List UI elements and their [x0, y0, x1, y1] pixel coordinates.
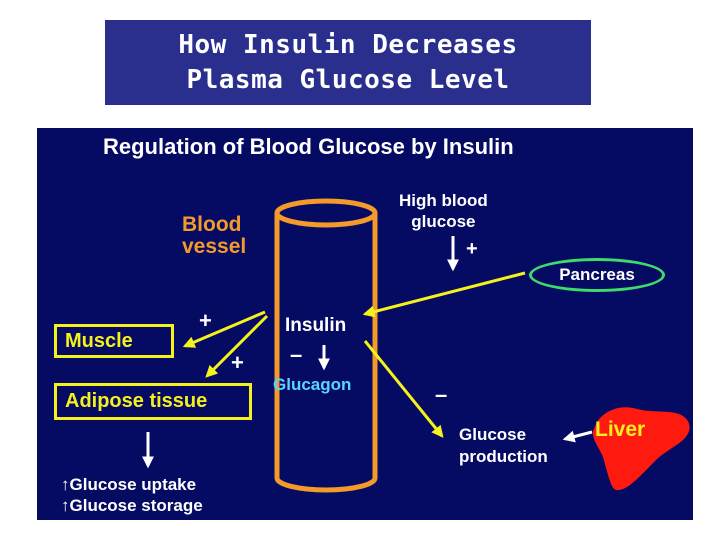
- insulin-label: Insulin: [285, 315, 347, 336]
- high-glucose-label-line1: High blood: [399, 191, 488, 210]
- slide-title: Regulation of Blood Glucose by Insulin: [103, 134, 514, 159]
- liver-label: Liver: [595, 418, 646, 441]
- production-minus-sign: –: [435, 382, 448, 407]
- blood-vessel-label-line1: Blood: [182, 213, 242, 236]
- muscle-box: Muscle: [54, 324, 174, 358]
- title-banner: How Insulin Decreases Plasma Glucose Lev…: [105, 20, 591, 105]
- title-line-2: Plasma Glucose Level: [186, 64, 510, 95]
- diagram-panel: Regulation of Blood Glucose by Insulin B…: [37, 128, 693, 520]
- glucose-storage-text: Glucose storage: [69, 496, 203, 515]
- pancreas-plus-sign: +: [466, 238, 478, 260]
- glucose-uptake-text: Glucose uptake: [69, 475, 197, 494]
- liver-to-production-arrow: [562, 430, 593, 443]
- glucose-outcomes: ↑Glucose uptake ↑Glucose storage: [61, 474, 203, 516]
- glucose-production-line2: production: [459, 447, 548, 466]
- adipose-tissue-box: Adipose tissue: [54, 383, 252, 420]
- up-arrow-icon: ↑: [61, 475, 70, 494]
- title-line-1: How Insulin Decreases: [178, 29, 518, 60]
- high-glucose-label-line2: glucose: [411, 212, 476, 231]
- glucagon-label: Glucagon: [273, 375, 352, 394]
- glucose-uptake-line: ↑Glucose uptake: [61, 474, 203, 495]
- adipose-plus-sign: +: [231, 350, 244, 375]
- blood-vessel-label-line2: vessel: [182, 235, 247, 258]
- insulin-to-adipose-arrow: [205, 314, 269, 378]
- insulin-to-muscle-arrow: [182, 310, 266, 348]
- pancreas-node: Pancreas: [529, 258, 665, 292]
- blood-vessel-label: Blood vessel: [182, 214, 246, 258]
- glucagon-minus-sign: –: [290, 342, 303, 367]
- glucose-production-label: Glucose production: [459, 424, 548, 468]
- pancreas-to-insulin-arrow: [362, 271, 526, 318]
- glucose-production-line1: Glucose: [459, 425, 527, 444]
- high-glucose-label: High blood glucose: [399, 190, 488, 232]
- insulin-to-production-arrow: [363, 340, 444, 438]
- liver-shape: [592, 407, 690, 491]
- glucose-storage-line: ↑Glucose storage: [61, 495, 203, 516]
- diagram-graphics: [142, 198, 690, 493]
- muscle-plus-sign: +: [199, 308, 212, 333]
- up-arrow-icon: ↑: [61, 496, 70, 515]
- blood-vessel-cylinder: [274, 198, 378, 493]
